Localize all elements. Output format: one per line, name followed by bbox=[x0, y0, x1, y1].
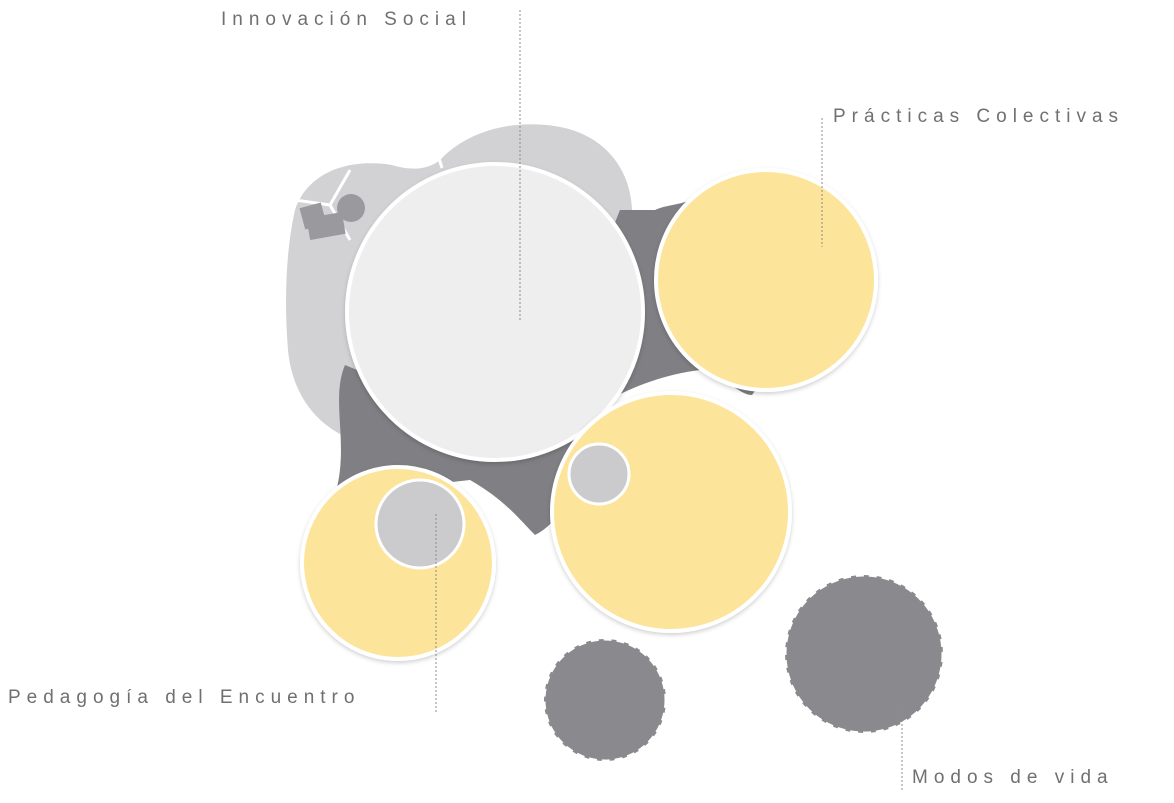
chair-icon-circle bbox=[337, 194, 365, 222]
large-yellow-circle bbox=[550, 391, 792, 633]
label-modos-de-vida: Modos de vida bbox=[912, 767, 1114, 788]
label-innovacion-social: Innovación Social bbox=[221, 9, 472, 30]
innovacion-social-circle bbox=[345, 162, 645, 462]
label-pedagogia-del-encuentro: Pedagogía del Encuentro bbox=[8, 687, 361, 708]
label-practicas-colectivas: Prácticas Colectivas bbox=[833, 106, 1125, 127]
small-gray-circle-left bbox=[374, 478, 466, 570]
chair-icon-block bbox=[306, 212, 346, 240]
dashed-circle-small bbox=[542, 637, 668, 763]
practicas-colectivas-circle bbox=[654, 168, 878, 392]
modos-de-vida-circle bbox=[783, 573, 945, 735]
small-gray-circle-right bbox=[567, 442, 631, 506]
